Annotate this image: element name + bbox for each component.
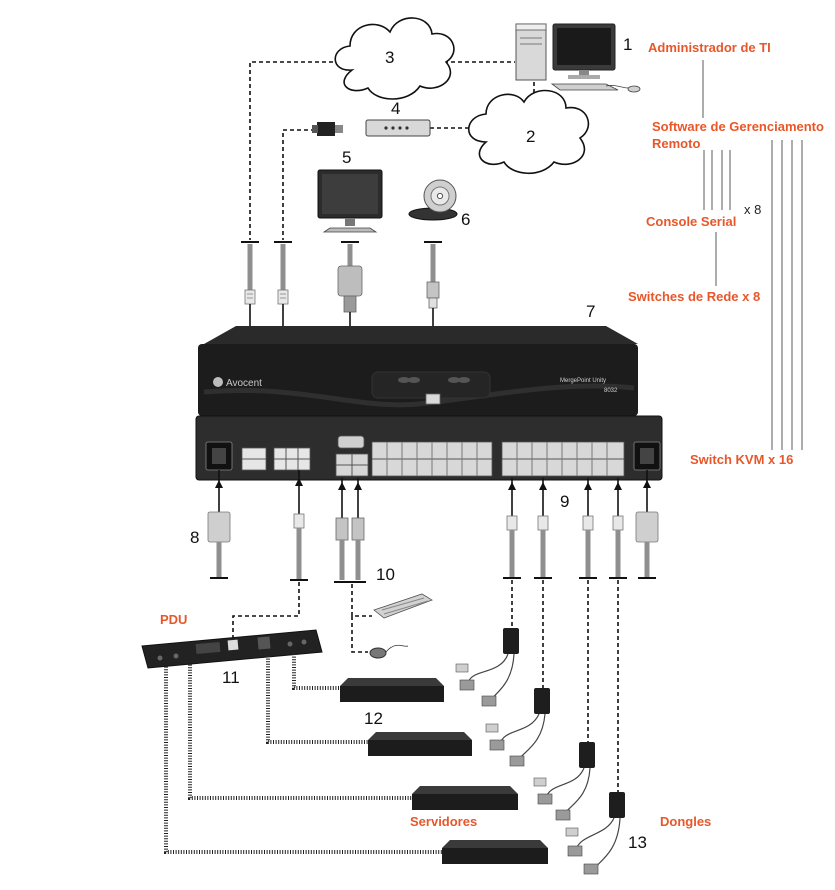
label-x8: x 8 <box>744 202 761 217</box>
pdu-power-line-2 <box>266 656 372 744</box>
cd-drive-icon <box>408 179 458 221</box>
label-dongles: Dongles <box>660 814 711 829</box>
dongle-2 <box>485 688 550 767</box>
callout-9: 9 <box>560 492 569 511</box>
pdu-power-line-1 <box>292 654 344 690</box>
target-ports-group-a-icon <box>371 441 493 477</box>
device-model-line2: 8032 <box>604 388 618 394</box>
local-monitor-icon <box>317 169 383 233</box>
label-it-admin: Administrador de TI <box>648 40 771 55</box>
target-cable-1 <box>503 478 521 628</box>
server-3 <box>412 786 518 810</box>
callout-13: 13 <box>628 833 647 852</box>
pdu-serial-cable <box>232 470 308 640</box>
callout-4: 4 <box>391 99 400 118</box>
power-cord-right <box>635 470 659 579</box>
label-serial-console: Console Serial <box>646 214 736 229</box>
cloud-network-3 <box>334 17 455 100</box>
admin-monitor-icon <box>550 23 641 93</box>
device-brand: Avocent <box>226 378 262 389</box>
label-remote-software-line1: Software de Gerenciamento <box>652 119 824 134</box>
server-1 <box>340 678 444 702</box>
dongle-1 <box>455 628 519 707</box>
label-remote-software-line2: Remoto <box>652 136 700 151</box>
callout-8: 8 <box>190 528 199 547</box>
target-cable-2 <box>534 478 552 688</box>
callout-12: 12 <box>364 709 383 728</box>
target-cable-4 <box>609 478 627 792</box>
mouse-icon <box>369 644 409 659</box>
device-model-line1: MergePoint Unity <box>560 378 606 384</box>
keyboard-icon <box>373 593 433 619</box>
callout-6: 6 <box>461 210 470 229</box>
callout-3: 3 <box>385 48 394 67</box>
pdu-power-line-3 <box>188 662 416 800</box>
dongle-4 <box>565 792 625 875</box>
label-pdu: PDU <box>160 612 187 627</box>
power-inlet-right-icon <box>633 441 661 471</box>
callout-1: 1 <box>623 35 632 54</box>
cloud-network-2 <box>468 89 590 174</box>
lan-ports-icon <box>241 447 311 471</box>
server-4 <box>442 840 548 864</box>
pdu-power-line-4 <box>164 664 446 854</box>
callout-5: 5 <box>342 148 351 167</box>
target-cable-3 <box>579 478 597 742</box>
link-cloud3-to-switch <box>249 61 340 240</box>
admin-pc-tower-icon <box>515 23 547 81</box>
callout-10: 10 <box>376 565 395 584</box>
dongle-3 <box>533 742 595 821</box>
label-servers: Servidores <box>410 814 477 829</box>
callout-7: 7 <box>586 302 595 321</box>
usb-keyboard-mouse-cables <box>334 478 372 653</box>
pdu-strip <box>141 629 323 669</box>
label-kvm-switch: Switch KVM x 16 <box>690 452 793 467</box>
label-network-switches: Switches de Rede x 8 <box>628 289 760 304</box>
power-cord-left <box>207 470 231 579</box>
power-inlet-left-icon <box>205 441 233 471</box>
modem-icon <box>365 119 431 137</box>
vga-port-icon <box>337 435 365 449</box>
callout-2: 2 <box>526 127 535 146</box>
server-2 <box>368 732 472 756</box>
usb-ports-icon <box>335 453 369 477</box>
serial-adapter-icon <box>312 122 343 136</box>
callout-11: 11 <box>222 668 240 687</box>
link-modem-to-switch <box>282 129 315 240</box>
target-ports-group-b-icon <box>501 441 625 477</box>
